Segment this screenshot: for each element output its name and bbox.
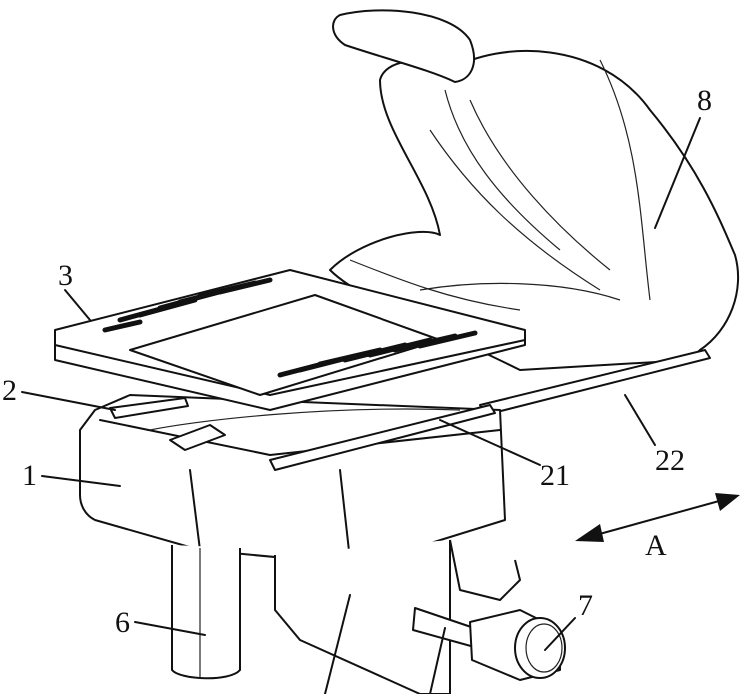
- tray: [54, 269, 526, 411]
- knob: [412, 607, 566, 681]
- label-7: 7: [578, 589, 593, 622]
- leader-lines: [21, 117, 701, 694]
- direction-arrow: [575, 493, 740, 542]
- base: [79, 394, 506, 566]
- label-3: 3: [58, 259, 73, 292]
- label-8: 8: [697, 84, 712, 117]
- post: [171, 545, 241, 680]
- seat: [329, 9, 740, 371]
- tray-slots: [102, 277, 478, 378]
- label-22: 22: [655, 444, 685, 477]
- label-A: A: [645, 529, 667, 562]
- label-21: 21: [540, 459, 570, 492]
- label-1: 1: [22, 459, 37, 492]
- label-6: 6: [115, 606, 130, 639]
- label-2: 2: [2, 374, 17, 407]
- lower-block: [274, 539, 521, 694]
